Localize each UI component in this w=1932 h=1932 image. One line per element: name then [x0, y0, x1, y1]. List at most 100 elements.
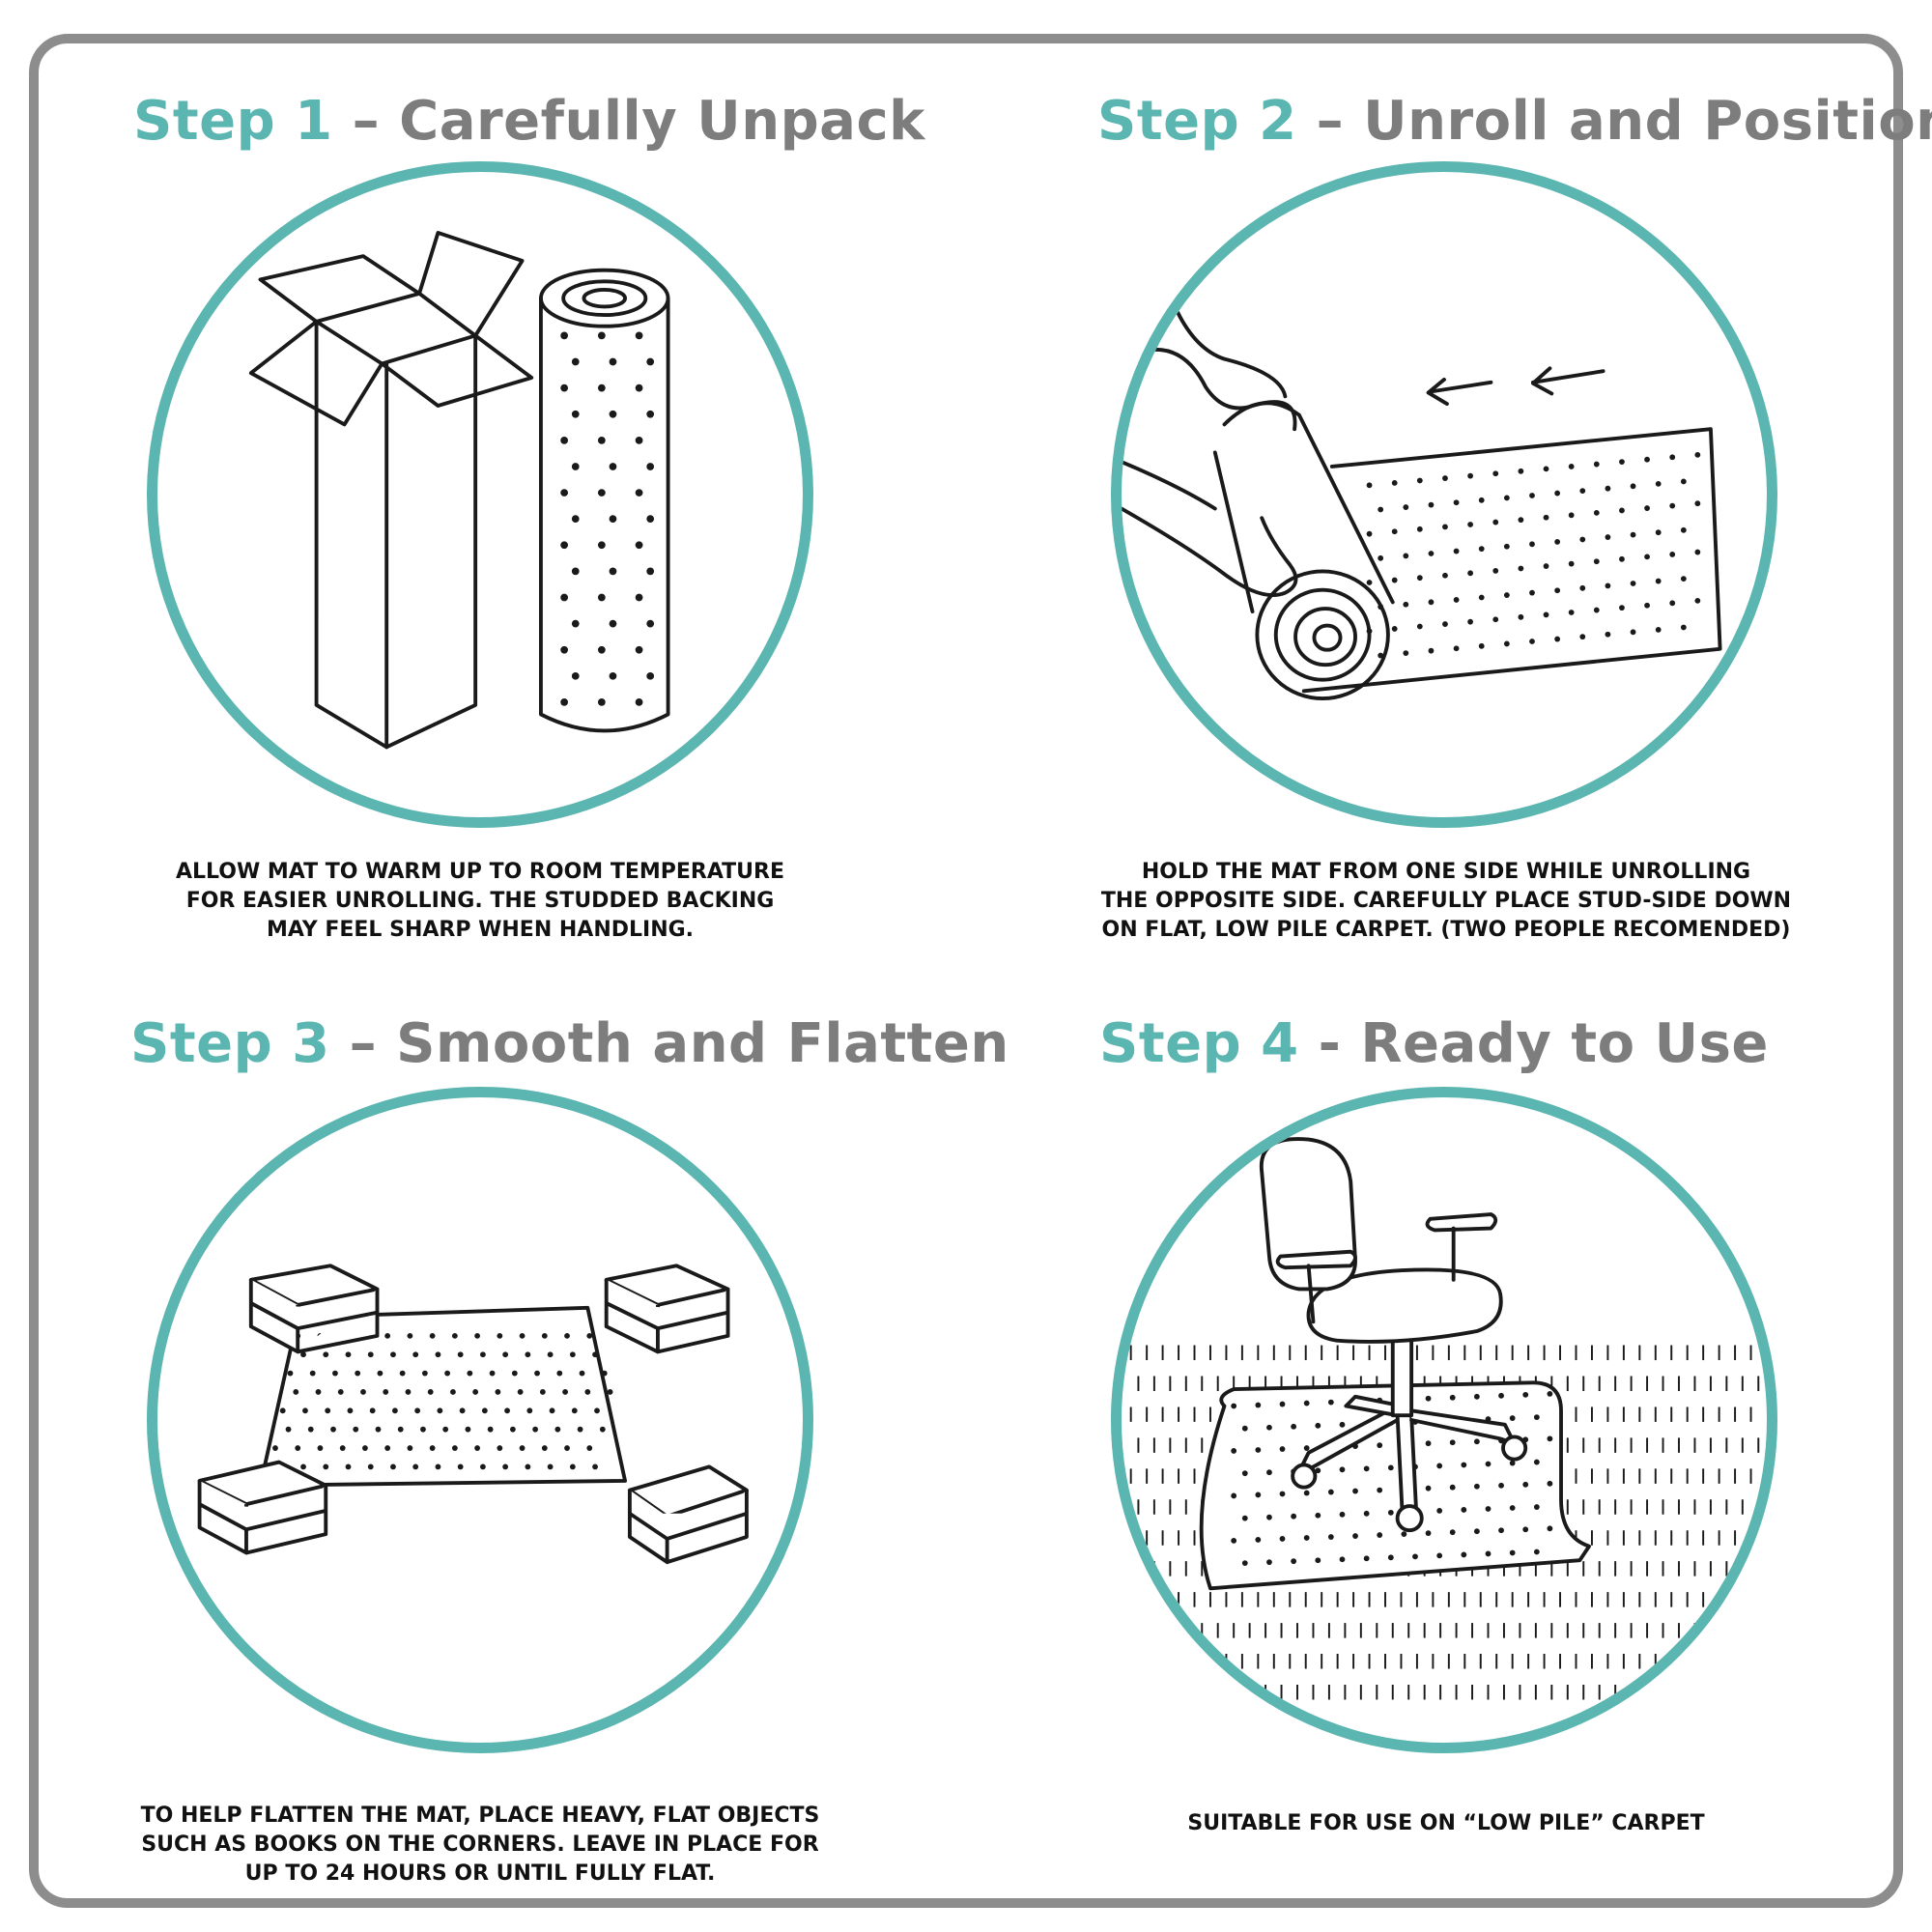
stud-dot: [1241, 1470, 1248, 1477]
stud-dot: [1492, 519, 1499, 526]
stud-dot: [1449, 1484, 1456, 1491]
step-1-illustration-circle: [147, 161, 813, 828]
stud-dot: [317, 1445, 324, 1451]
stud-dot: [646, 671, 655, 680]
stud-dot: [1255, 1537, 1262, 1543]
stud-dot: [1315, 1512, 1321, 1519]
stud-dot: [1503, 640, 1510, 647]
stud-dot: [451, 1445, 458, 1451]
stud-dot: [1579, 536, 1586, 543]
stud-dot: [1428, 551, 1435, 556]
stud-dot: [457, 1463, 464, 1470]
stud-dot: [1529, 541, 1535, 548]
stud-dot: [1461, 1551, 1467, 1558]
step-2-caption-line: THE OPPOSITE SIDE. CAREFULLY PLACE STUD-…: [1100, 889, 1792, 913]
stud-dot: [1425, 1395, 1432, 1402]
stud-dot: [1315, 1557, 1321, 1564]
stud-dot: [1473, 1528, 1480, 1535]
stud-dot: [525, 1463, 531, 1470]
step-3-title: Step 3 – Smooth and Flatten: [130, 1017, 1009, 1071]
stud-dot: [1694, 597, 1701, 604]
stud-dot: [579, 1370, 585, 1377]
stud-dot: [502, 1351, 509, 1358]
stud-dot: [1366, 628, 1373, 635]
stud-dot: [1378, 554, 1384, 561]
stud-dot: [1442, 524, 1448, 530]
stud-dot: [1449, 1439, 1456, 1446]
stud-dot: [1503, 495, 1510, 501]
stud-dot: [571, 410, 580, 418]
stud-dot: [1339, 1466, 1346, 1473]
stud-dot: [609, 515, 617, 524]
stud-dot: [1453, 645, 1460, 652]
stud-dot: [609, 671, 617, 680]
stud-dot: [1579, 584, 1586, 591]
stud-dot: [1669, 552, 1676, 557]
stud-dot: [451, 1332, 458, 1339]
stud-dot: [1303, 1400, 1310, 1406]
stud-dot: [325, 1407, 331, 1414]
stud-dot: [1568, 464, 1575, 469]
stud-dot: [1554, 636, 1561, 642]
stud-dot: [1352, 1533, 1358, 1539]
stud-dot: [1518, 468, 1524, 474]
stud-dot: [560, 645, 569, 654]
stud-dot: [1436, 1508, 1443, 1514]
stud-dot: [1509, 1415, 1516, 1421]
books-on-mat-corners-icon: [197, 1264, 749, 1565]
stud-dot: [635, 384, 643, 392]
stud-dot: [302, 1407, 308, 1414]
stud-dot: [1231, 1492, 1237, 1499]
stud-dot: [1518, 517, 1524, 524]
stud-dot: [609, 463, 617, 470]
stud-dot: [1543, 563, 1549, 569]
stud-dot: [571, 515, 580, 524]
stud-dot: [489, 1370, 496, 1377]
stud-dot: [1303, 1490, 1310, 1496]
stud-dot: [300, 1463, 306, 1470]
step-1-heading: Carefully Unpack: [399, 90, 925, 153]
stud-dot: [307, 1426, 314, 1433]
stud-dot: [300, 1351, 306, 1358]
stud-dot: [1503, 592, 1510, 598]
stud-dot: [1492, 567, 1499, 574]
stud-dot: [607, 1389, 613, 1395]
stud-dot: [635, 489, 643, 497]
step-1-title: Step 1 – Carefully Unpack: [133, 95, 925, 149]
stud-dot: [1533, 1414, 1540, 1420]
stud-dot: [1255, 1492, 1262, 1498]
stud-dot: [1630, 581, 1636, 586]
stud-dot: [1391, 528, 1398, 535]
stud-dot: [1593, 558, 1600, 565]
stud-dot: [1327, 1534, 1334, 1540]
stud-dot: [472, 1389, 479, 1395]
step-3-illustration-circle: [147, 1087, 813, 1753]
stud-dot: [1279, 1446, 1286, 1452]
stud-dot: [315, 1389, 322, 1395]
stud-dot: [429, 1332, 436, 1339]
stud-dot: [609, 567, 617, 576]
mat-studs-pattern: [1366, 451, 1701, 659]
stud-dot: [1416, 575, 1423, 582]
stud-dot: [597, 436, 606, 444]
stud-dot: [560, 436, 569, 444]
stud-dot: [1391, 479, 1398, 486]
step-2-title: Step 2 – Unroll and Position: [1097, 95, 1932, 149]
stud-dot: [1630, 483, 1636, 490]
stud-dot: [1498, 1482, 1504, 1489]
stud-dot: [1436, 1552, 1443, 1559]
stud-dot: [1518, 613, 1524, 620]
stud-dot: [474, 1445, 480, 1451]
stud-dot: [554, 1426, 561, 1433]
stud-dot: [1669, 600, 1676, 607]
stud-dot: [1425, 1440, 1432, 1447]
stud-dot: [511, 1370, 518, 1377]
stud-dot: [1655, 480, 1662, 487]
stud-dot: [1509, 1505, 1516, 1511]
step-2-illustration-circle: [1111, 161, 1777, 828]
stud-dot: [309, 1370, 316, 1377]
stud-dot: [384, 1332, 391, 1339]
stud-dot: [1467, 522, 1474, 527]
stud-dot: [1644, 505, 1650, 511]
stud-dot: [1522, 1526, 1529, 1533]
